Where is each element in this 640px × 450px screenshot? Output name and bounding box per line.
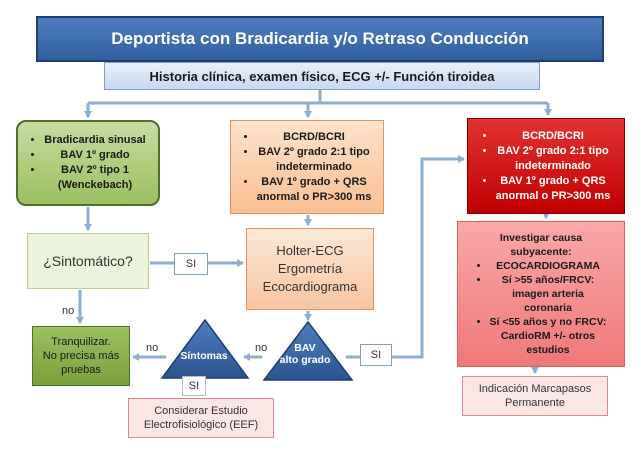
investigar-item: Sí <55 años y no FRCV: CardioRM +/- otro…: [490, 315, 607, 357]
orange-item: BAV 2º grado 2:1 tipo indeterminado: [257, 145, 372, 175]
investigar-item: ECOCARDIOGRAMA: [490, 259, 607, 273]
no-label-sintomatico: no: [62, 305, 75, 317]
sintomas-label: Síntomas: [180, 350, 228, 362]
orange-item: BCRD/BCRI: [257, 130, 372, 145]
page-title: Deportista con Bradicardia y/o Retraso C…: [36, 16, 604, 62]
bav-alto-grado-triangle: [262, 320, 354, 381]
bcrd-orange-box: BCRD/BCRI BAV 2º grado 2:1 tipo indeterm…: [230, 120, 384, 214]
history-text: Historia clínica, examen físico, ECG +/-…: [149, 68, 495, 84]
holter-box: Holter-ECG Ergometría Ecocardiograma: [246, 228, 374, 310]
green-item: Bradicardia sinusal: [44, 133, 146, 148]
marcapasos-text: Indicación Marcapasos Permanente: [478, 383, 592, 409]
red-item: BAV 2º grado 2:1 tipo indeterminado: [496, 144, 611, 174]
red-item: BAV 1º grado + QRS anormal o PR>300 ms: [496, 174, 611, 204]
si-label-sintomatico: SI: [174, 253, 208, 275]
no-label-bav: no: [255, 342, 268, 354]
eef-text: Considerar Estudio Electrofisiológico (E…: [143, 405, 259, 431]
eef-box: Considerar Estudio Electrofisiológico (E…: [128, 398, 274, 438]
bradicardia-sinusal-box: Bradicardia sinusal BAV 1º grado BAV 2º …: [16, 120, 160, 206]
investigar-heading: Investigar causa subyacente:: [499, 232, 583, 258]
bav-alto-grado-label: BAV alto grado: [279, 342, 331, 366]
si-label-bav: SI: [360, 344, 392, 366]
investigar-item: Sí >55 años/FRCV: imagen arteria coronar…: [490, 273, 607, 315]
history-box: Historia clínica, examen físico, ECG +/-…: [104, 62, 540, 90]
holter-line: Ergometría: [277, 261, 343, 276]
tranquilizar-box: Tranquilizar. No precisa más pruebas: [32, 326, 130, 386]
si-label-sintomas: SI: [182, 376, 206, 396]
tranquilizar-text: Tranquilizar. No precisa más pruebas: [42, 336, 120, 376]
sintomatico-text: ¿Sintomático?: [43, 253, 133, 269]
bcrd-red-box: BCRD/BCRI BAV 2º grado 2:1 tipo indeterm…: [467, 118, 625, 214]
green-item: BAV 2º tipo 1 (Wenckebach): [44, 163, 146, 193]
sintomas-triangle: [160, 318, 250, 379]
investigar-box: Investigar causa subyacente: ECOCARDIOGR…: [457, 221, 625, 367]
red-item: BCRD/BCRI: [496, 129, 611, 144]
holter-line: Ecocardiograma: [262, 279, 358, 294]
orange-item: BAV 1º grado + QRS anormal o PR>300 ms: [257, 175, 372, 205]
no-label-sintomas: no: [146, 342, 159, 354]
sintomatico-box: ¿Sintomático?: [27, 233, 149, 289]
marcapasos-box: Indicación Marcapasos Permanente: [462, 376, 608, 416]
title-text: Deportista con Bradicardia y/o Retraso C…: [111, 29, 529, 48]
holter-line: Holter-ECG: [276, 243, 344, 258]
green-item: BAV 1º grado: [44, 148, 146, 163]
